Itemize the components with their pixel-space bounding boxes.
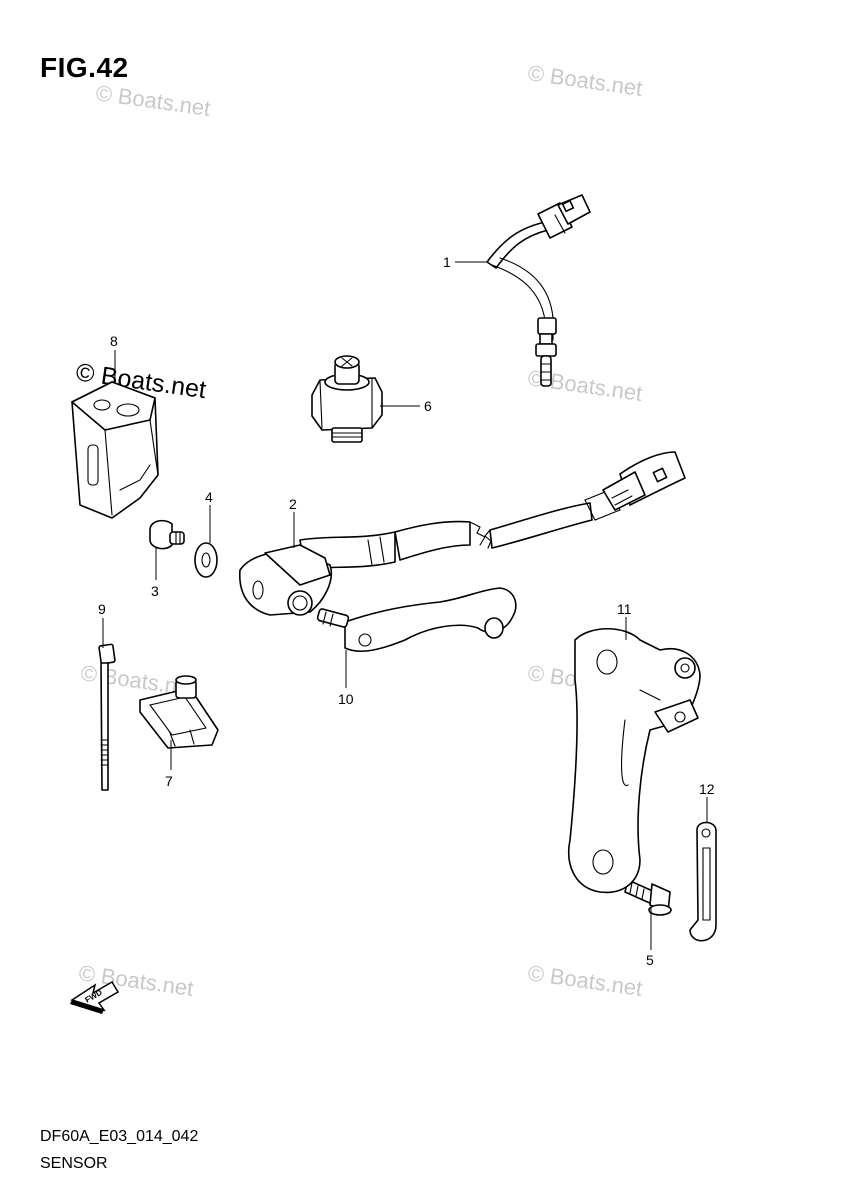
part-7-clamp <box>139 675 219 749</box>
part-10-bracket-arm <box>316 587 517 653</box>
leader-lines <box>102 261 708 950</box>
part-11-sensor-bracket <box>568 628 701 894</box>
callout-7: 7 <box>165 773 173 789</box>
callout-11: 11 <box>617 601 632 617</box>
fwd-direction-arrow-icon: FWD <box>70 980 120 1014</box>
callout-1: 1 <box>443 254 451 270</box>
callout-5: 5 <box>646 952 654 968</box>
part-6-pressure-switch <box>311 355 383 443</box>
callout-6: 6 <box>424 398 432 414</box>
part-12-clip <box>689 821 717 942</box>
watermark: © Boats.net <box>94 80 212 121</box>
callout-9: 9 <box>98 601 106 617</box>
callout-12: 12 <box>699 781 715 797</box>
part-4-washer <box>194 542 218 578</box>
part-2-crank-sensor <box>239 451 686 616</box>
callout-10: 10 <box>338 691 354 707</box>
figure-title: FIG.42 <box>40 52 129 83</box>
watermark: © Boats.net <box>526 60 644 101</box>
section-name: SENSOR <box>40 1155 108 1172</box>
callout-8: 8 <box>110 333 118 349</box>
callout-4: 4 <box>205 489 213 505</box>
callout-3: 3 <box>151 583 159 599</box>
callout-numbers: 1 2 3 4 5 6 7 8 9 10 11 12 <box>98 254 715 968</box>
part-9-cable-tie <box>98 643 116 791</box>
callout-2: 2 <box>289 496 297 512</box>
part-5-bolt <box>624 879 672 916</box>
watermark: © Boats.net <box>526 960 644 1001</box>
part-3-bolt <box>149 519 185 550</box>
part-8-holder <box>71 381 159 519</box>
part-1-sensor-lead <box>486 194 591 387</box>
diagram-code: DF60A_E03_014_042 <box>40 1128 199 1145</box>
